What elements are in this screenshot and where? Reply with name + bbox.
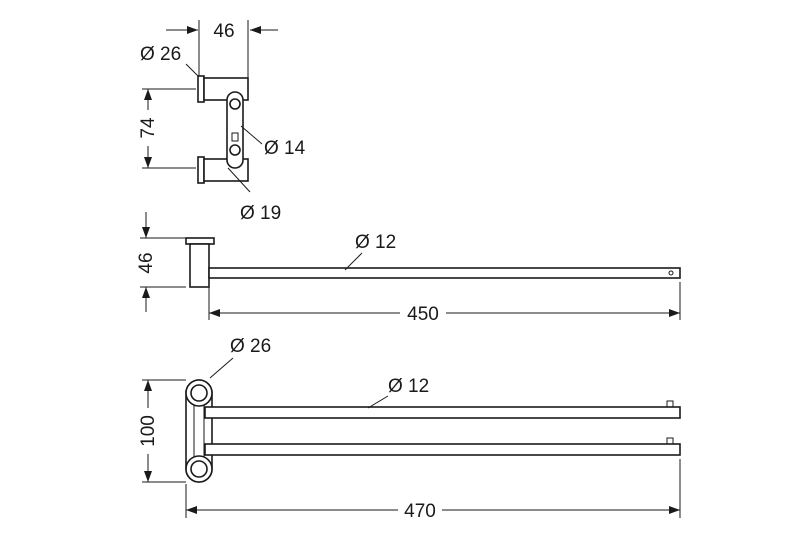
top-width-label: 46 bbox=[213, 21, 234, 42]
lower-rod-end-cap bbox=[666, 437, 674, 445]
side-view: 46 Ø 12 450 bbox=[136, 212, 681, 325]
top-arm-diameter-label: Ø 14 bbox=[264, 138, 306, 159]
upper-wall-flange bbox=[197, 75, 205, 103]
front-ring-diameter-label: Ø 26 bbox=[230, 336, 271, 357]
upper-rod-end-cap bbox=[666, 400, 674, 408]
top-view: 46 Ø 26 74 Ø 14 Ø 19 bbox=[138, 20, 306, 224]
side-length-label: 450 bbox=[407, 304, 439, 325]
top-height-label: 74 bbox=[138, 117, 159, 139]
top-flange-diameter-label: Ø 26 bbox=[140, 44, 181, 65]
front-lower-rod bbox=[204, 443, 681, 456]
front-rod-diameter-label: Ø 12 bbox=[388, 376, 429, 397]
front-height-label: 100 bbox=[138, 415, 159, 447]
front-length-label: 470 bbox=[404, 501, 436, 522]
upper-pivot bbox=[229, 98, 241, 110]
side-rod-end-cap bbox=[668, 270, 674, 276]
lower-ring bbox=[185, 455, 213, 483]
lower-wall-flange bbox=[197, 156, 205, 184]
side-height-label: 46 bbox=[136, 252, 157, 273]
side-mount-body bbox=[189, 243, 210, 288]
upper-ring bbox=[185, 379, 213, 407]
top-base-diameter-label: Ø 19 bbox=[240, 203, 281, 224]
side-towel-rod bbox=[208, 267, 681, 279]
lower-pivot bbox=[229, 144, 241, 156]
side-flange-cap bbox=[185, 237, 215, 245]
front-upper-rod bbox=[204, 406, 681, 419]
front-view: Ø 26 Ø 12 100 470 bbox=[138, 336, 681, 522]
side-rod-diameter-label: Ø 12 bbox=[355, 232, 396, 253]
